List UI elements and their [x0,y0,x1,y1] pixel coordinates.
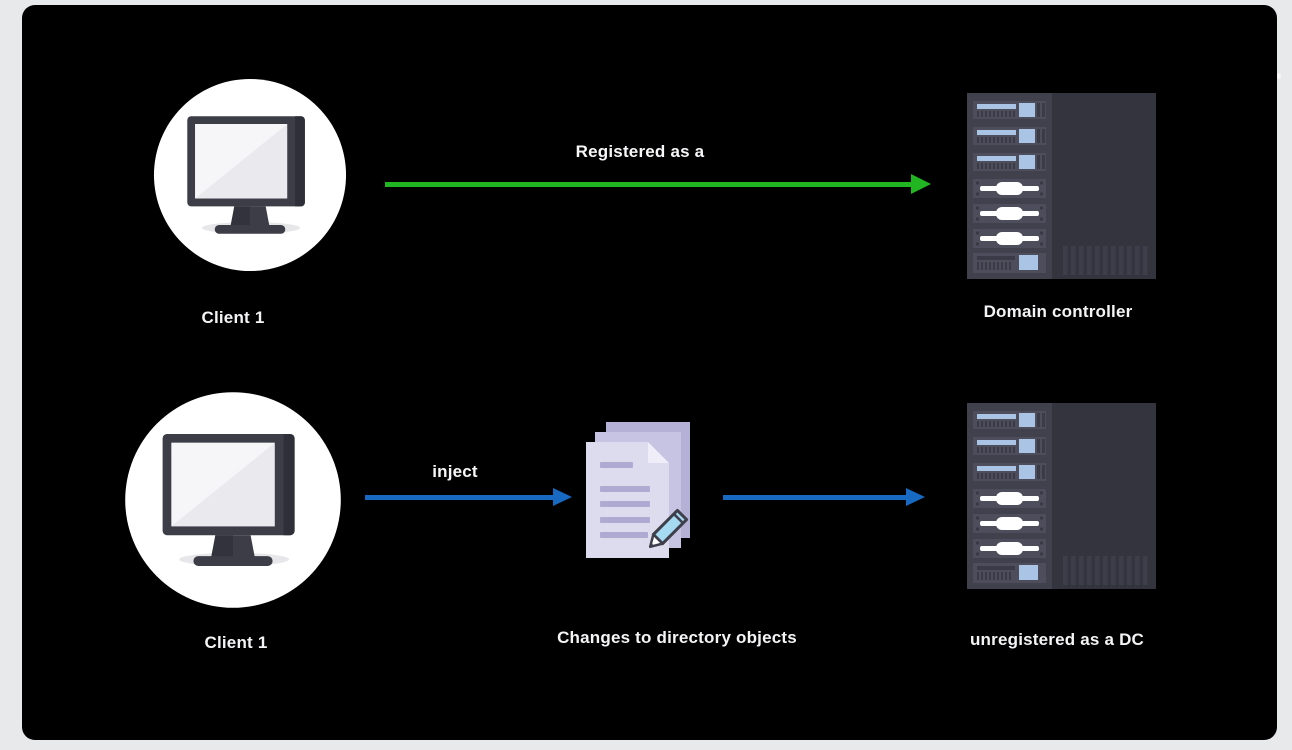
server-unit [973,489,1046,508]
server-unit [973,204,1046,223]
server-unit [973,514,1046,533]
inject-arrow-head-icon [553,488,572,506]
client-computer-icon [123,390,343,610]
directory-changes-label: Changes to directory objects [557,628,797,647]
server-unit [973,563,1046,583]
desktop-computer-icon [125,392,341,608]
replication-arrow-line [723,495,906,500]
inject-arrow-label: inject [432,462,478,481]
replication-arrow-head-icon [906,488,925,506]
server-unit [973,127,1046,145]
directory-changes-icon [584,420,694,560]
server-unit [973,179,1046,198]
server-unit [973,229,1046,248]
inject-arrow-line [365,495,553,500]
server-unit [973,539,1046,558]
desktop-computer-icon [153,78,347,272]
server-unit [973,153,1046,171]
diagram-panel: Client 1 Registered as a [22,5,1277,740]
server-vent-slats [1063,556,1148,585]
unregistered-dc-icon [967,403,1156,589]
domain-controller-icon [967,93,1156,279]
server-rack-icon [967,93,1156,279]
client-label-top: Client 1 [201,308,265,327]
server-unit [973,437,1046,455]
client-label-bottom: Client 1 [204,633,268,652]
domain-controller-label: Domain controller [983,302,1133,321]
server-unit [973,101,1046,119]
registered-arrow-line [385,182,911,187]
registered-arrow-label: Registered as a [575,142,705,161]
client-computer-icon [152,77,348,273]
server-vent-slats [1063,246,1148,275]
registered-arrow-head-icon [911,174,931,194]
unregistered-dc-label: unregistered as a DC [969,630,1145,649]
document-text-lines [600,462,650,538]
server-unit [973,463,1046,481]
server-unit [973,253,1046,273]
pencil-icon [648,508,689,549]
documents-edit-icon [586,422,690,558]
server-unit [973,411,1046,429]
server-rack-icon [967,403,1156,589]
